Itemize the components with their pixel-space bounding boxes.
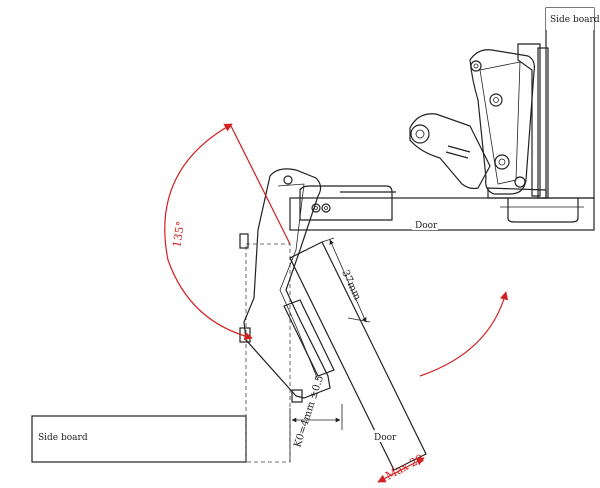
angle-indicator: 135° bbox=[164, 123, 291, 341]
side-board-bottom-label: Side board bbox=[38, 433, 88, 443]
side-board-top-label: Side board bbox=[550, 15, 600, 25]
gap-tolerance-label: K0=4mm ±0.5 bbox=[292, 374, 326, 449]
door-open: Door bbox=[289, 241, 427, 471]
max-thickness-label: Max 22 bbox=[383, 452, 426, 483]
hinge-open bbox=[239, 168, 396, 403]
dimension-gap: K0=4mm ±0.5 bbox=[289, 374, 343, 462]
door-top: Door bbox=[289, 197, 595, 231]
door-bottom-label: Door bbox=[374, 433, 397, 443]
hinge-closed bbox=[409, 43, 549, 199]
side-board-top: Side board bbox=[545, 7, 600, 199]
side-board-bottom: Side board bbox=[31, 415, 247, 463]
door-top-label: Door bbox=[415, 221, 438, 231]
dimension-37mm: 37mm bbox=[321, 237, 371, 323]
dimension-max-thickness: Max 22 bbox=[377, 452, 426, 483]
reference-outline bbox=[245, 243, 291, 463]
angle-label: 135° bbox=[170, 220, 187, 248]
opening-direction-arrow bbox=[419, 291, 509, 377]
